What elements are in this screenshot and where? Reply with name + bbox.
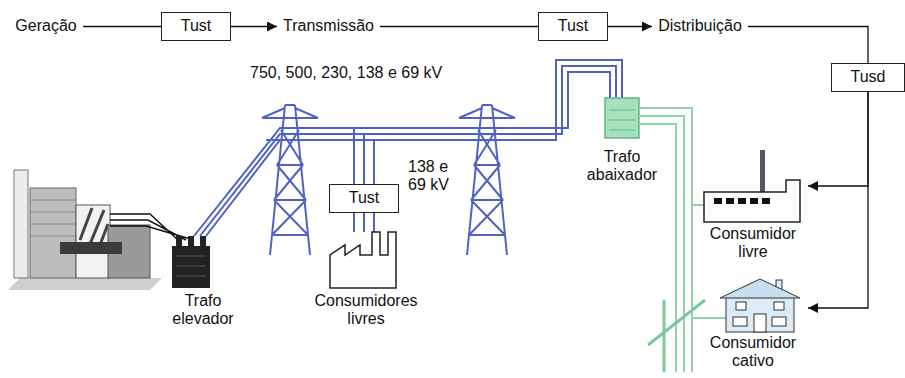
factory-window bbox=[762, 198, 770, 204]
flow-connector bbox=[608, 26, 652, 27]
house-roof bbox=[720, 279, 800, 298]
house-window bbox=[754, 314, 766, 332]
node-text: Tust bbox=[181, 17, 212, 35]
flow-connector bbox=[380, 26, 538, 27]
transformer-fins bbox=[176, 256, 206, 276]
node-text: Tust bbox=[558, 17, 589, 35]
distribution-pole bbox=[648, 300, 705, 372]
transmission-line bbox=[206, 60, 622, 236]
step-down-transformer bbox=[605, 98, 639, 138]
flow-connector bbox=[808, 92, 868, 186]
node-text: Tusd bbox=[851, 68, 886, 86]
node-text: Consumidor livre bbox=[698, 225, 808, 262]
plant-building bbox=[30, 188, 76, 278]
transformer-body bbox=[605, 98, 639, 138]
transmission-line bbox=[200, 66, 616, 236]
voltage-label: 750, 500, 230, 138 e 69 kV bbox=[250, 64, 442, 82]
flow-connector bbox=[808, 92, 868, 308]
factory-window bbox=[714, 198, 722, 204]
factory-icon bbox=[698, 150, 808, 225]
power-plant bbox=[8, 170, 194, 290]
plant-hall bbox=[76, 205, 110, 278]
voltage-label: 138 e 69 kV bbox=[408, 158, 460, 195]
house-window bbox=[736, 302, 746, 310]
stage-label: Geração bbox=[14, 16, 78, 37]
part-label: Trafo elevador bbox=[158, 292, 248, 329]
node-text: Geração bbox=[15, 17, 76, 35]
node-text: Tust bbox=[349, 189, 380, 207]
stage-label: Distribuição bbox=[657, 16, 743, 37]
transformer-bushing bbox=[176, 236, 182, 246]
flow-connector bbox=[231, 26, 277, 27]
transformer-fins bbox=[609, 110, 635, 130]
factory-window bbox=[750, 198, 758, 204]
node-text: Transmissão bbox=[283, 17, 374, 35]
free-consumer-feed bbox=[354, 128, 374, 232]
tariff-box: Tust bbox=[538, 12, 608, 41]
transformer-body bbox=[172, 246, 210, 288]
step-up-transformer bbox=[172, 236, 210, 288]
flow-connector bbox=[748, 27, 868, 64]
transmission-line bbox=[194, 72, 610, 236]
flow-connector bbox=[83, 26, 161, 27]
house-window bbox=[733, 317, 747, 326]
plant-stripes bbox=[30, 200, 76, 236]
plant-chimney bbox=[14, 170, 28, 278]
factory-building bbox=[704, 180, 800, 222]
tariff-box: Tusd bbox=[831, 63, 905, 92]
factory-icon bbox=[330, 232, 396, 288]
tariff-box: Tust bbox=[329, 184, 399, 213]
transmission-lines bbox=[194, 60, 622, 236]
node-text: Consumidor cativo bbox=[698, 334, 808, 371]
consumer-node: Consumidor livre bbox=[698, 150, 808, 262]
house-window bbox=[774, 302, 784, 310]
plant-ground bbox=[8, 278, 162, 290]
part-label: Trafo abaixador bbox=[572, 148, 672, 185]
part-label: Consumidores livres bbox=[306, 292, 426, 329]
factory-window bbox=[738, 198, 746, 204]
factory-chimney bbox=[760, 150, 765, 192]
tariff-box: Tust bbox=[161, 12, 231, 41]
house-body bbox=[726, 296, 794, 332]
node-text: Distribuição bbox=[658, 17, 742, 35]
transformer-bushing bbox=[188, 236, 194, 246]
stage-label: Transmissão bbox=[282, 16, 375, 37]
house-icon bbox=[698, 276, 808, 334]
factory-window bbox=[726, 198, 734, 204]
plant-bar bbox=[60, 242, 122, 254]
house-window bbox=[772, 317, 786, 326]
transformer-bushing bbox=[200, 236, 206, 246]
consumer-node: Consumidor cativo bbox=[698, 276, 808, 371]
